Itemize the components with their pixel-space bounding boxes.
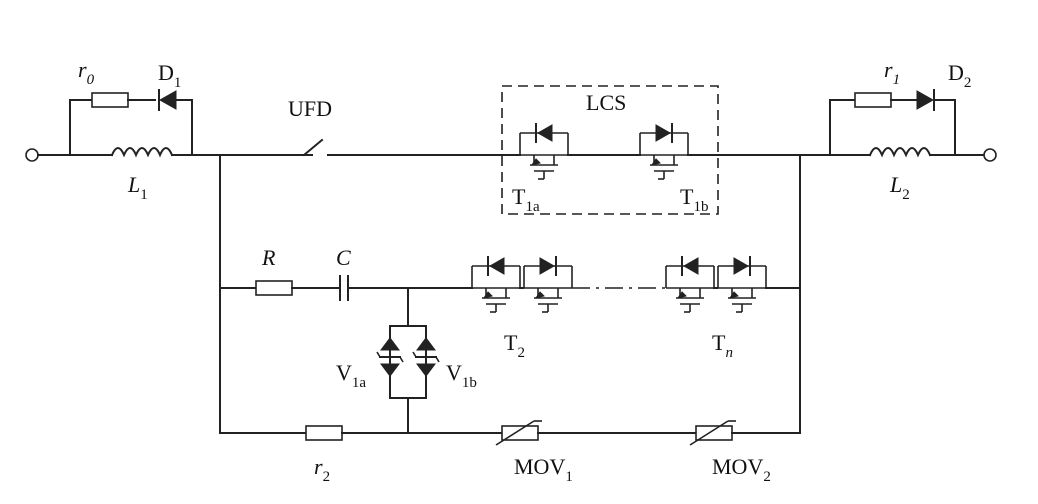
resistor-r1	[854, 92, 892, 108]
igbt-t1b	[639, 123, 689, 180]
main-line	[25, 123, 997, 180]
lcs-box	[501, 85, 719, 215]
label-v1a: V1a	[336, 360, 366, 391]
label-t1a: T1a	[512, 184, 540, 215]
branch-frame	[219, 154, 801, 434]
branch-r0-d1	[69, 89, 193, 156]
label-mov2: MOV2	[712, 454, 771, 485]
rc-igbt-row	[219, 256, 801, 313]
tvs-v1b	[412, 337, 440, 377]
label-ufd: UFD	[288, 96, 332, 121]
igbt-tna	[665, 256, 715, 313]
input-terminal	[25, 148, 39, 162]
resistor-r2	[305, 425, 343, 441]
tvs-v1a	[376, 337, 404, 377]
tvs-pair	[376, 287, 440, 434]
label-r2: r2	[314, 454, 330, 485]
resistor-r	[255, 280, 293, 296]
igbt-t2b	[523, 256, 573, 313]
label-tn: Tn	[712, 330, 733, 361]
label-v1b: V1b	[446, 360, 477, 391]
label-t2: T2	[504, 330, 525, 361]
label-r1: r1	[884, 57, 900, 88]
label-l2: L2	[889, 172, 910, 203]
label-c: C	[336, 245, 351, 270]
label-l1: L1	[127, 172, 148, 203]
ufd-switch	[302, 138, 324, 157]
output-terminal	[983, 148, 997, 162]
label-t1b: T1b	[680, 184, 708, 215]
igbt-t1a	[519, 123, 569, 180]
resistor-r0	[91, 92, 129, 108]
igbt-t2a	[471, 256, 521, 313]
diode-d1	[158, 89, 177, 111]
label-mov1: MOV1	[514, 454, 573, 485]
label-d1: D1	[158, 60, 181, 91]
branch-r1-d2	[829, 89, 956, 156]
labels: r0 D1 L1 UFD LCS T1a T1b r1 D2 L2 R C T2…	[78, 57, 971, 485]
label-r0: r0	[78, 57, 95, 88]
mov-2	[689, 420, 737, 446]
label-r: R	[261, 245, 276, 270]
inductor-l2	[868, 147, 932, 158]
bottom-row	[219, 420, 801, 446]
diode-d2	[916, 89, 935, 111]
mov-1	[495, 420, 543, 446]
label-lcs: LCS	[586, 90, 626, 115]
inductor-l1	[110, 147, 174, 158]
igbt-tnb	[717, 256, 767, 313]
label-d2: D2	[948, 60, 971, 91]
